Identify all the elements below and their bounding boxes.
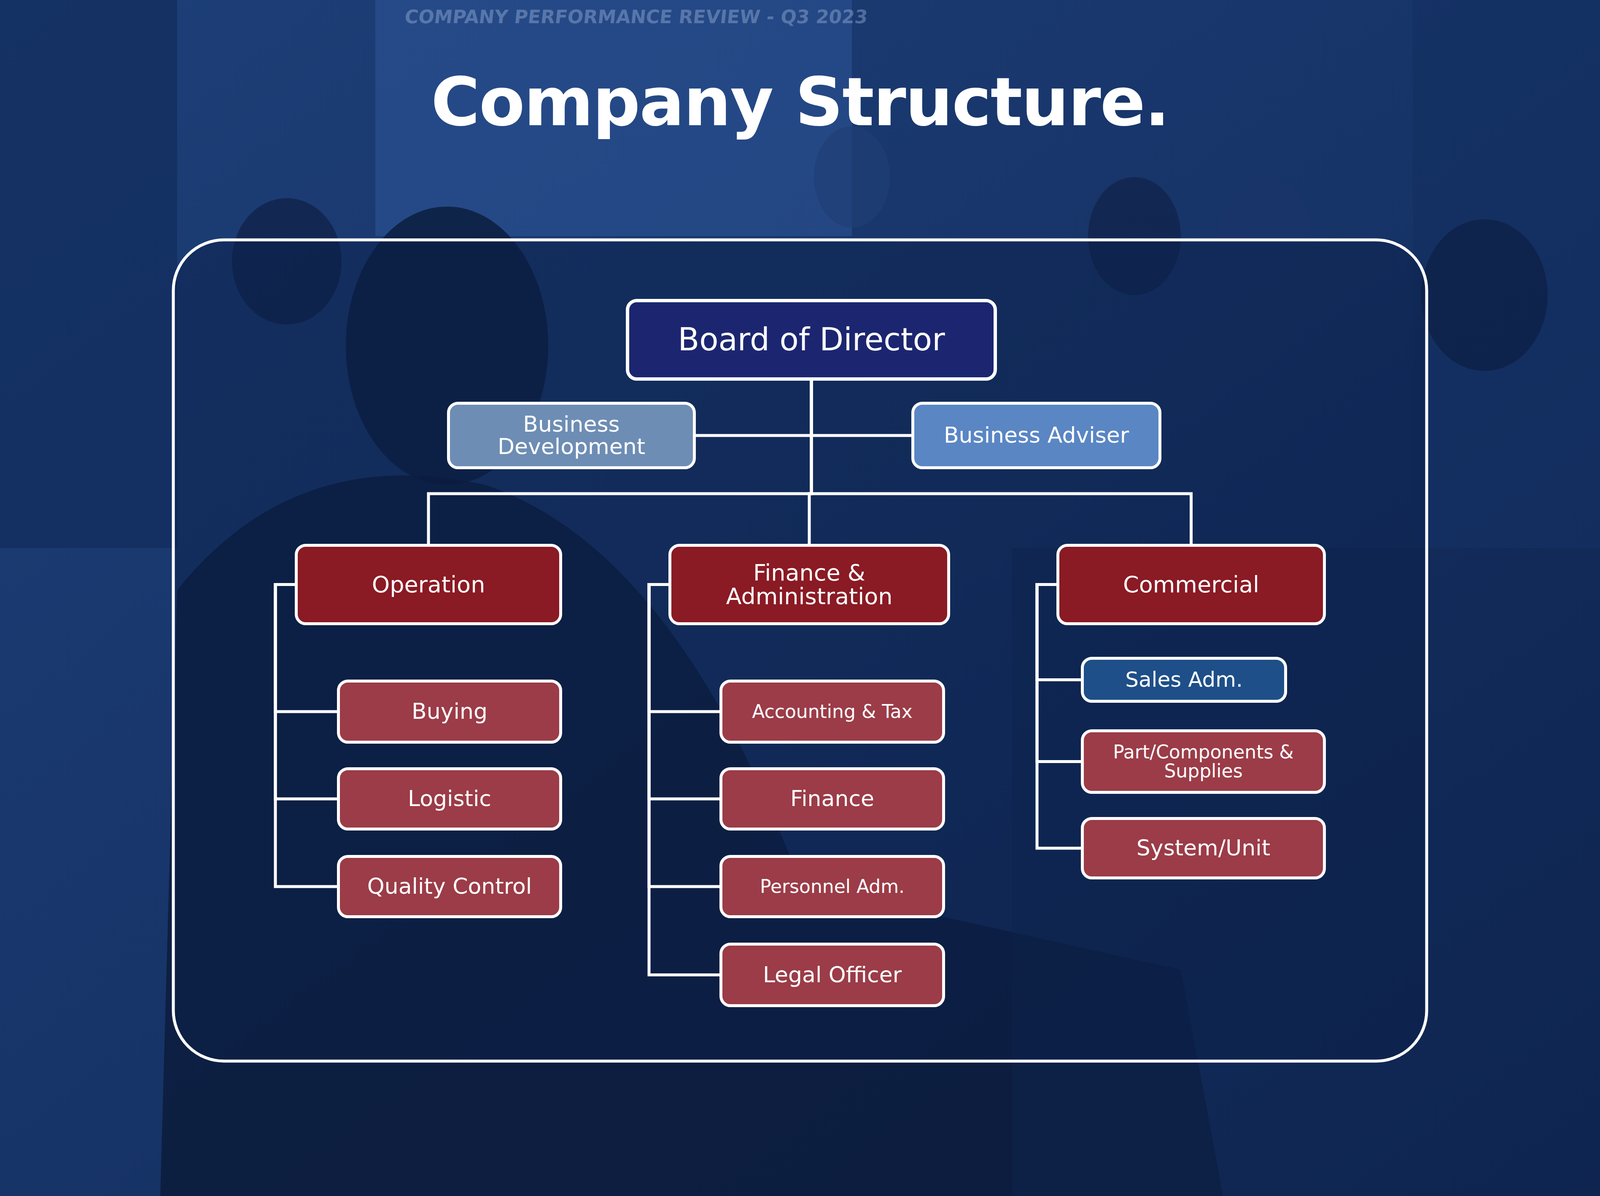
node-label: Board of Director: [677, 323, 945, 356]
node-label: Accounting & Tax: [751, 702, 913, 722]
unit-box: Finance: [719, 767, 946, 831]
unit-box: Logistic: [336, 767, 563, 831]
unit-box: Sales Adm.: [1080, 657, 1288, 704]
screen-caption: COMPANY PERFORMANCE REVIEW - Q3 2023: [403, 5, 794, 28]
department-box: Commercial: [1056, 544, 1326, 626]
node-label: Legal Officer: [762, 964, 902, 987]
org-connector: [695, 380, 812, 436]
org-connector: [811, 380, 912, 436]
node-label: Business Adviser: [943, 424, 1129, 447]
board-box: Board of Director: [625, 298, 997, 381]
staff-box: Business Development: [447, 401, 696, 470]
unit-box: Legal Officer: [719, 942, 946, 1008]
org-connector: [428, 380, 812, 545]
department-box: Operation: [294, 544, 563, 626]
staff-box: Business Adviser: [911, 401, 1162, 470]
node-label: Part/Components & Supplies: [1091, 743, 1316, 782]
node-label: Finance & Administration: [678, 561, 940, 608]
node-label: Quality Control: [367, 875, 532, 898]
node-label: Operation: [371, 573, 486, 597]
node-label: Logistic: [407, 787, 492, 811]
unit-box: System/Unit: [1080, 817, 1326, 880]
node-label: Personnel Adm.: [759, 877, 905, 897]
chart-title: Company Structure.: [0, 63, 1600, 141]
unit-box: Buying: [336, 679, 563, 744]
unit-box: Personnel Adm.: [719, 855, 946, 919]
node-label: Sales Adm.: [1125, 669, 1243, 691]
node-label: System/Unit: [1136, 837, 1271, 860]
department-box: Finance & Administration: [668, 544, 951, 626]
node-label: Business Development: [457, 413, 686, 458]
org-connector: [275, 584, 337, 888]
unit-box: Accounting & Tax: [719, 679, 946, 744]
unit-box: Quality Control: [336, 855, 563, 919]
node-label: Finance: [790, 787, 875, 811]
node-label: Buying: [411, 700, 488, 723]
org-connector: [649, 584, 720, 976]
node-label: Commercial: [1123, 573, 1260, 597]
org-connector: [811, 380, 1192, 545]
unit-box: Part/Components & Supplies: [1080, 729, 1326, 795]
org-connector: [649, 584, 720, 888]
